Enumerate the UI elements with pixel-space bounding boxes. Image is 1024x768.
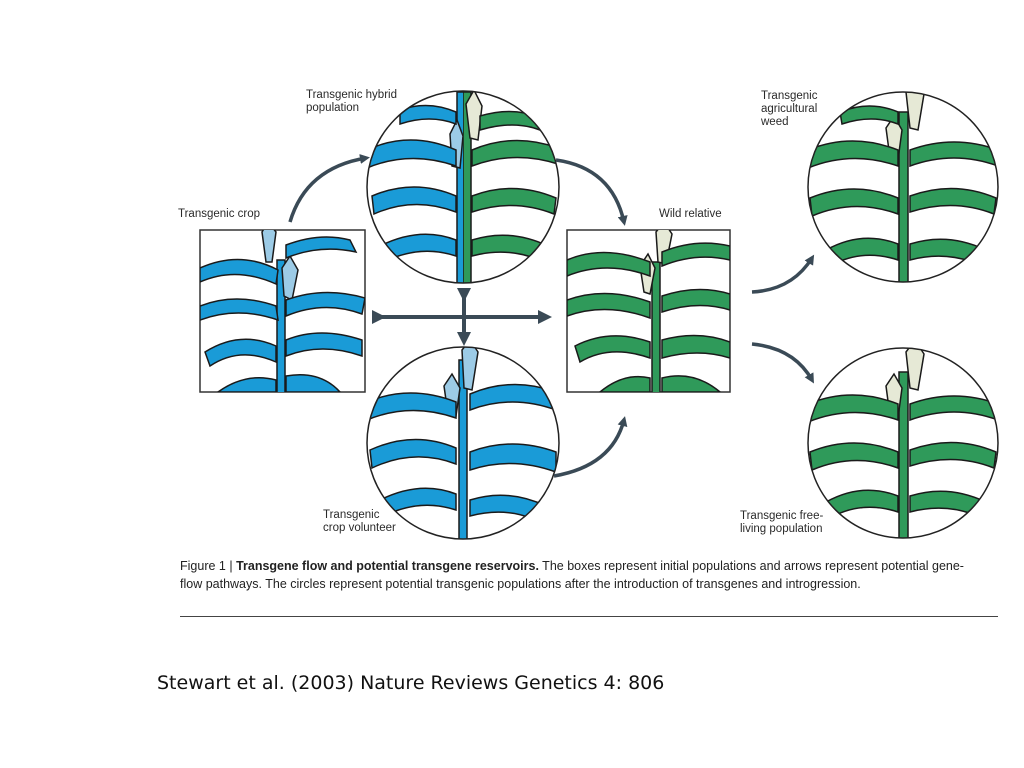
transgenic-hybrid-circle — [366, 90, 560, 284]
label-wild-relative: Wild relative — [659, 208, 722, 220]
citation: Stewart et al. (2003) Nature Reviews Gen… — [157, 672, 665, 694]
figure-caption: Figure 1 | Transgene flow and potential … — [180, 557, 980, 593]
caption-prefix: Figure 1 | — [180, 559, 237, 573]
arrow-volunteer-to-wild — [553, 416, 628, 478]
arrow-wild-to-weed — [751, 254, 815, 294]
caption-title: Transgene flow and potential transgene r… — [236, 559, 539, 573]
label-transgenic-freeliving: Transgenic free- living population — [740, 510, 824, 535]
arrow-crop-to-hybrid — [288, 154, 370, 223]
label-transgenic-crop: Transgenic crop — [178, 208, 261, 220]
transgenic-free-living-circle — [807, 347, 999, 539]
label-transgenic-weed: Transgenic agricultural weed — [761, 90, 818, 128]
caption-rule — [180, 616, 998, 617]
transgenic-weed-circle — [807, 91, 999, 283]
label-transgenic-volunteer: Transgenic crop volunteer — [323, 509, 396, 534]
arrow-hybrid-to-wild — [555, 158, 628, 226]
transgenic-crop-box — [199, 229, 366, 393]
caption-text: The boxes represent initial populations … — [180, 559, 964, 591]
label-transgenic-hybrid: Transgenic hybrid population — [306, 89, 397, 114]
transgenic-crop-volunteer-circle — [366, 346, 560, 540]
gene-flow-arrows — [288, 154, 815, 478]
arrow-wild-to-freeliving — [751, 342, 814, 384]
wild-relative-box — [566, 229, 731, 393]
